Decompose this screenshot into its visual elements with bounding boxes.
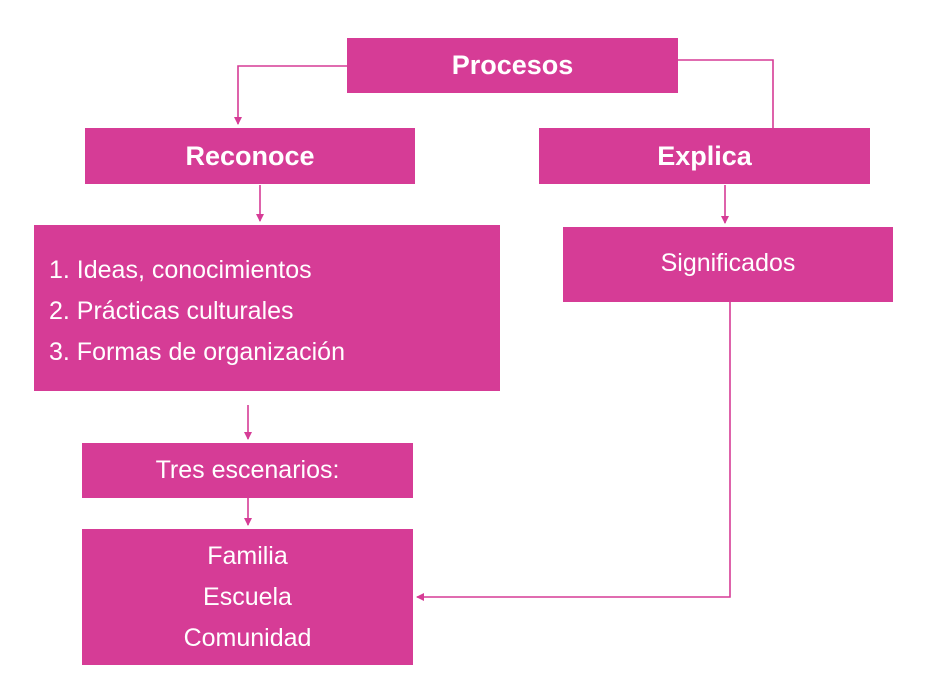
node-procesos-label: Procesos: [451, 50, 574, 80]
reconoce-item: 2. Prácticas culturales: [49, 297, 294, 325]
node-significados-label: Significados: [660, 249, 796, 277]
connector-procesos-to-explica: [678, 59, 774, 128]
connector-procesos-to-reconoce: [234, 65, 347, 125]
node-reconoce-label: Reconoce: [185, 140, 315, 171]
node-escenarios: Familia Escuela Comunidad: [82, 529, 413, 665]
node-explica: Explica: [539, 128, 870, 184]
node-procesos: Procesos: [347, 38, 678, 93]
node-reconoce-items: 1. Ideas, conocimientos 2. Prácticas cul…: [34, 225, 500, 391]
reconoce-item: 1. Ideas, conocimientos: [49, 256, 312, 284]
node-tres-escenarios: Tres escenarios:: [82, 443, 413, 498]
reconoce-item: 3. Formas de organización: [49, 338, 345, 366]
node-significados: Significados: [563, 227, 893, 302]
escenario-item: Comunidad: [183, 623, 312, 652]
escenario-item: Familia: [207, 541, 288, 570]
connector-significados-to-lugares: [416, 302, 731, 601]
node-tres-escenarios-label: Tres escenarios:: [155, 456, 340, 484]
node-reconoce: Reconoce: [85, 128, 415, 184]
node-explica-label: Explica: [657, 140, 752, 171]
escenario-item: Escuela: [203, 582, 292, 611]
